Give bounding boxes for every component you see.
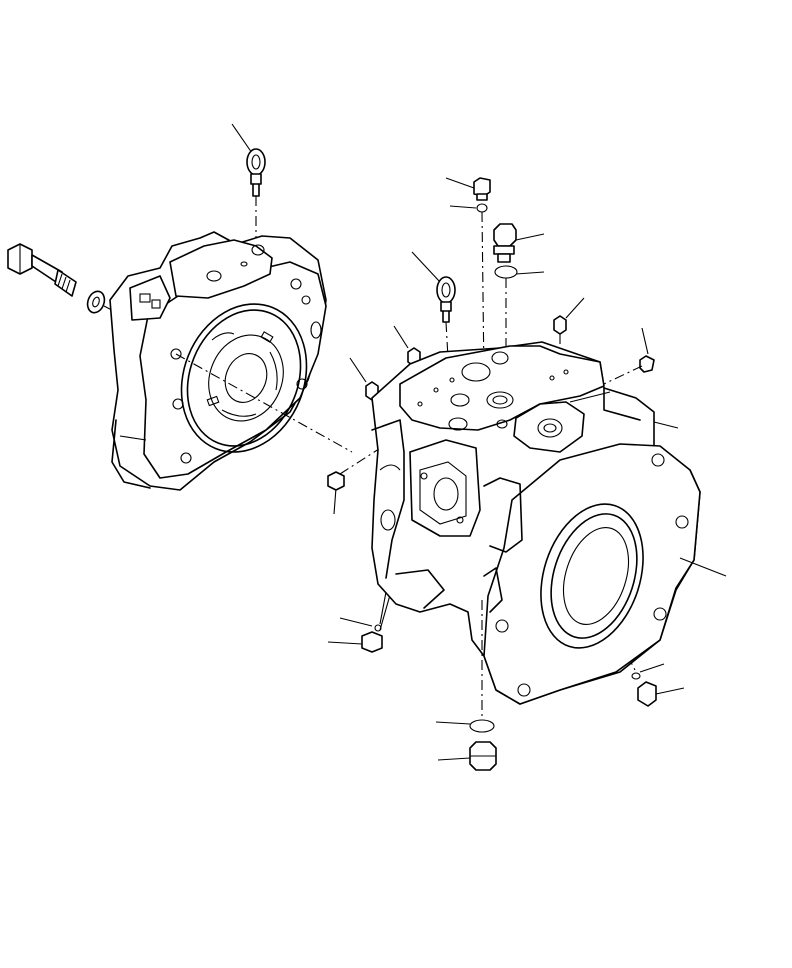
plug-bottom — [437, 741, 497, 771]
union — [493, 223, 545, 263]
plug-top — [445, 177, 491, 201]
end-cap — [109, 231, 353, 491]
mounting-bolt — [7, 243, 77, 297]
leader-line — [231, 123, 253, 154]
eye-bolt-right — [411, 251, 456, 359]
eye-bolt-left — [231, 123, 266, 240]
pump-case — [371, 341, 727, 705]
o-ring-bottom — [435, 600, 495, 733]
o-ring-top — [449, 203, 488, 379]
o-ring-union — [494, 265, 545, 390]
